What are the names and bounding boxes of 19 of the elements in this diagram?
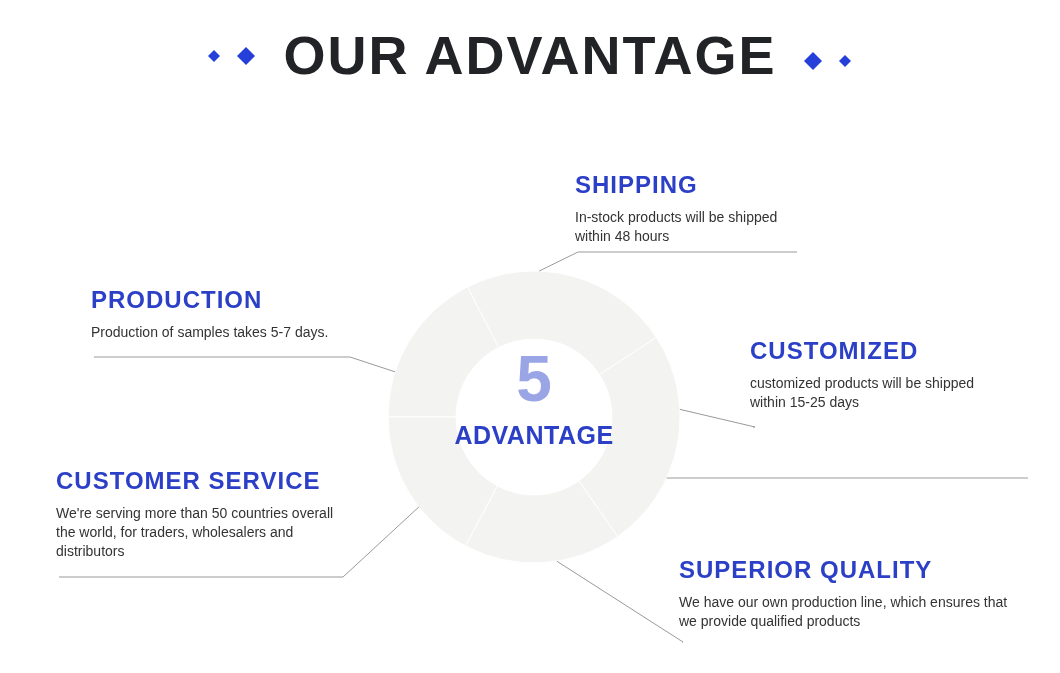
leader-line <box>666 477 1029 479</box>
page-title: OUR ADVANTAGE <box>283 25 777 85</box>
advantage-heading: CUSTOMER SERVICE <box>56 466 321 496</box>
advantage-heading: PRODUCTION <box>91 285 263 315</box>
advantage-description: Production of samples takes 5-7 days. <box>91 323 330 342</box>
leader-line <box>538 251 798 272</box>
advantage-heading: CUSTOMIZED <box>750 336 919 366</box>
leader-line <box>679 408 756 428</box>
advantage-description: customized products will be shipped within 15-25 days <box>750 374 976 412</box>
center-label: ADVANTAGE <box>454 420 614 450</box>
advantage-description: We're serving more than 50 countries overall the world, for traders, wholesalers and distributors <box>56 504 335 561</box>
leader-line <box>93 356 396 373</box>
advantage-description: We have our own production line, which ensures that we provide qualified products <box>679 593 1009 631</box>
advantage-description: In-stock products will be shipped within 48 hours <box>575 208 779 246</box>
advantage-heading: SUPERIOR QUALITY <box>679 555 933 585</box>
background-numeral: 5 <box>516 347 552 411</box>
leader-line <box>58 506 420 578</box>
leader-line <box>556 560 684 643</box>
advantage-heading: SHIPPING <box>575 170 698 200</box>
